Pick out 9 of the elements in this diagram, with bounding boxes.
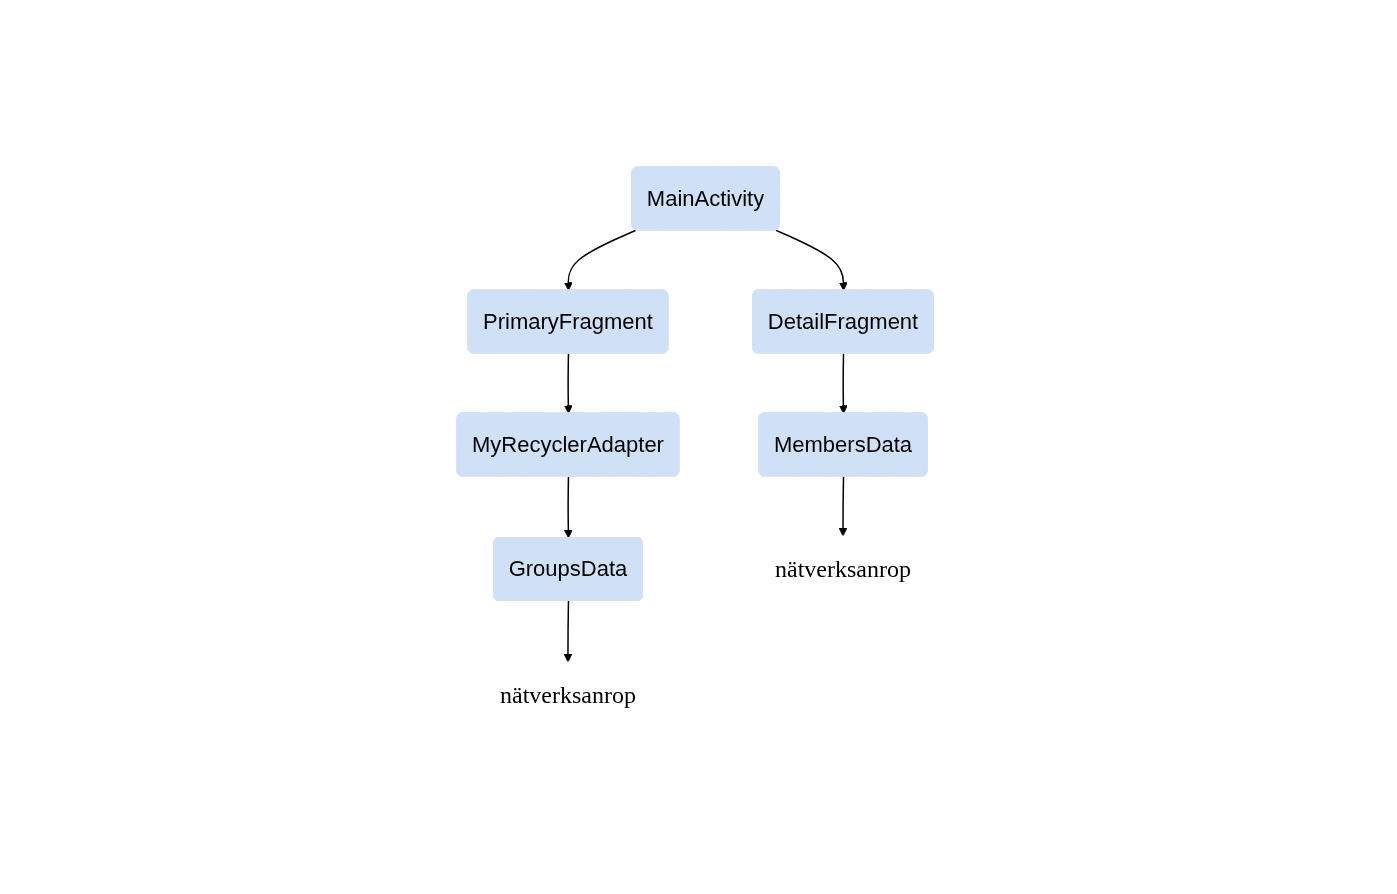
arrow [563,599,572,662]
arrow [838,475,847,536]
arrow [563,352,573,414]
arrow [563,475,573,538]
node-text: nätverksanrop [774,555,911,582]
arrow [774,229,848,291]
node-text: nätverksanrop [499,681,636,708]
arrow [563,229,637,291]
arrow [838,352,848,414]
